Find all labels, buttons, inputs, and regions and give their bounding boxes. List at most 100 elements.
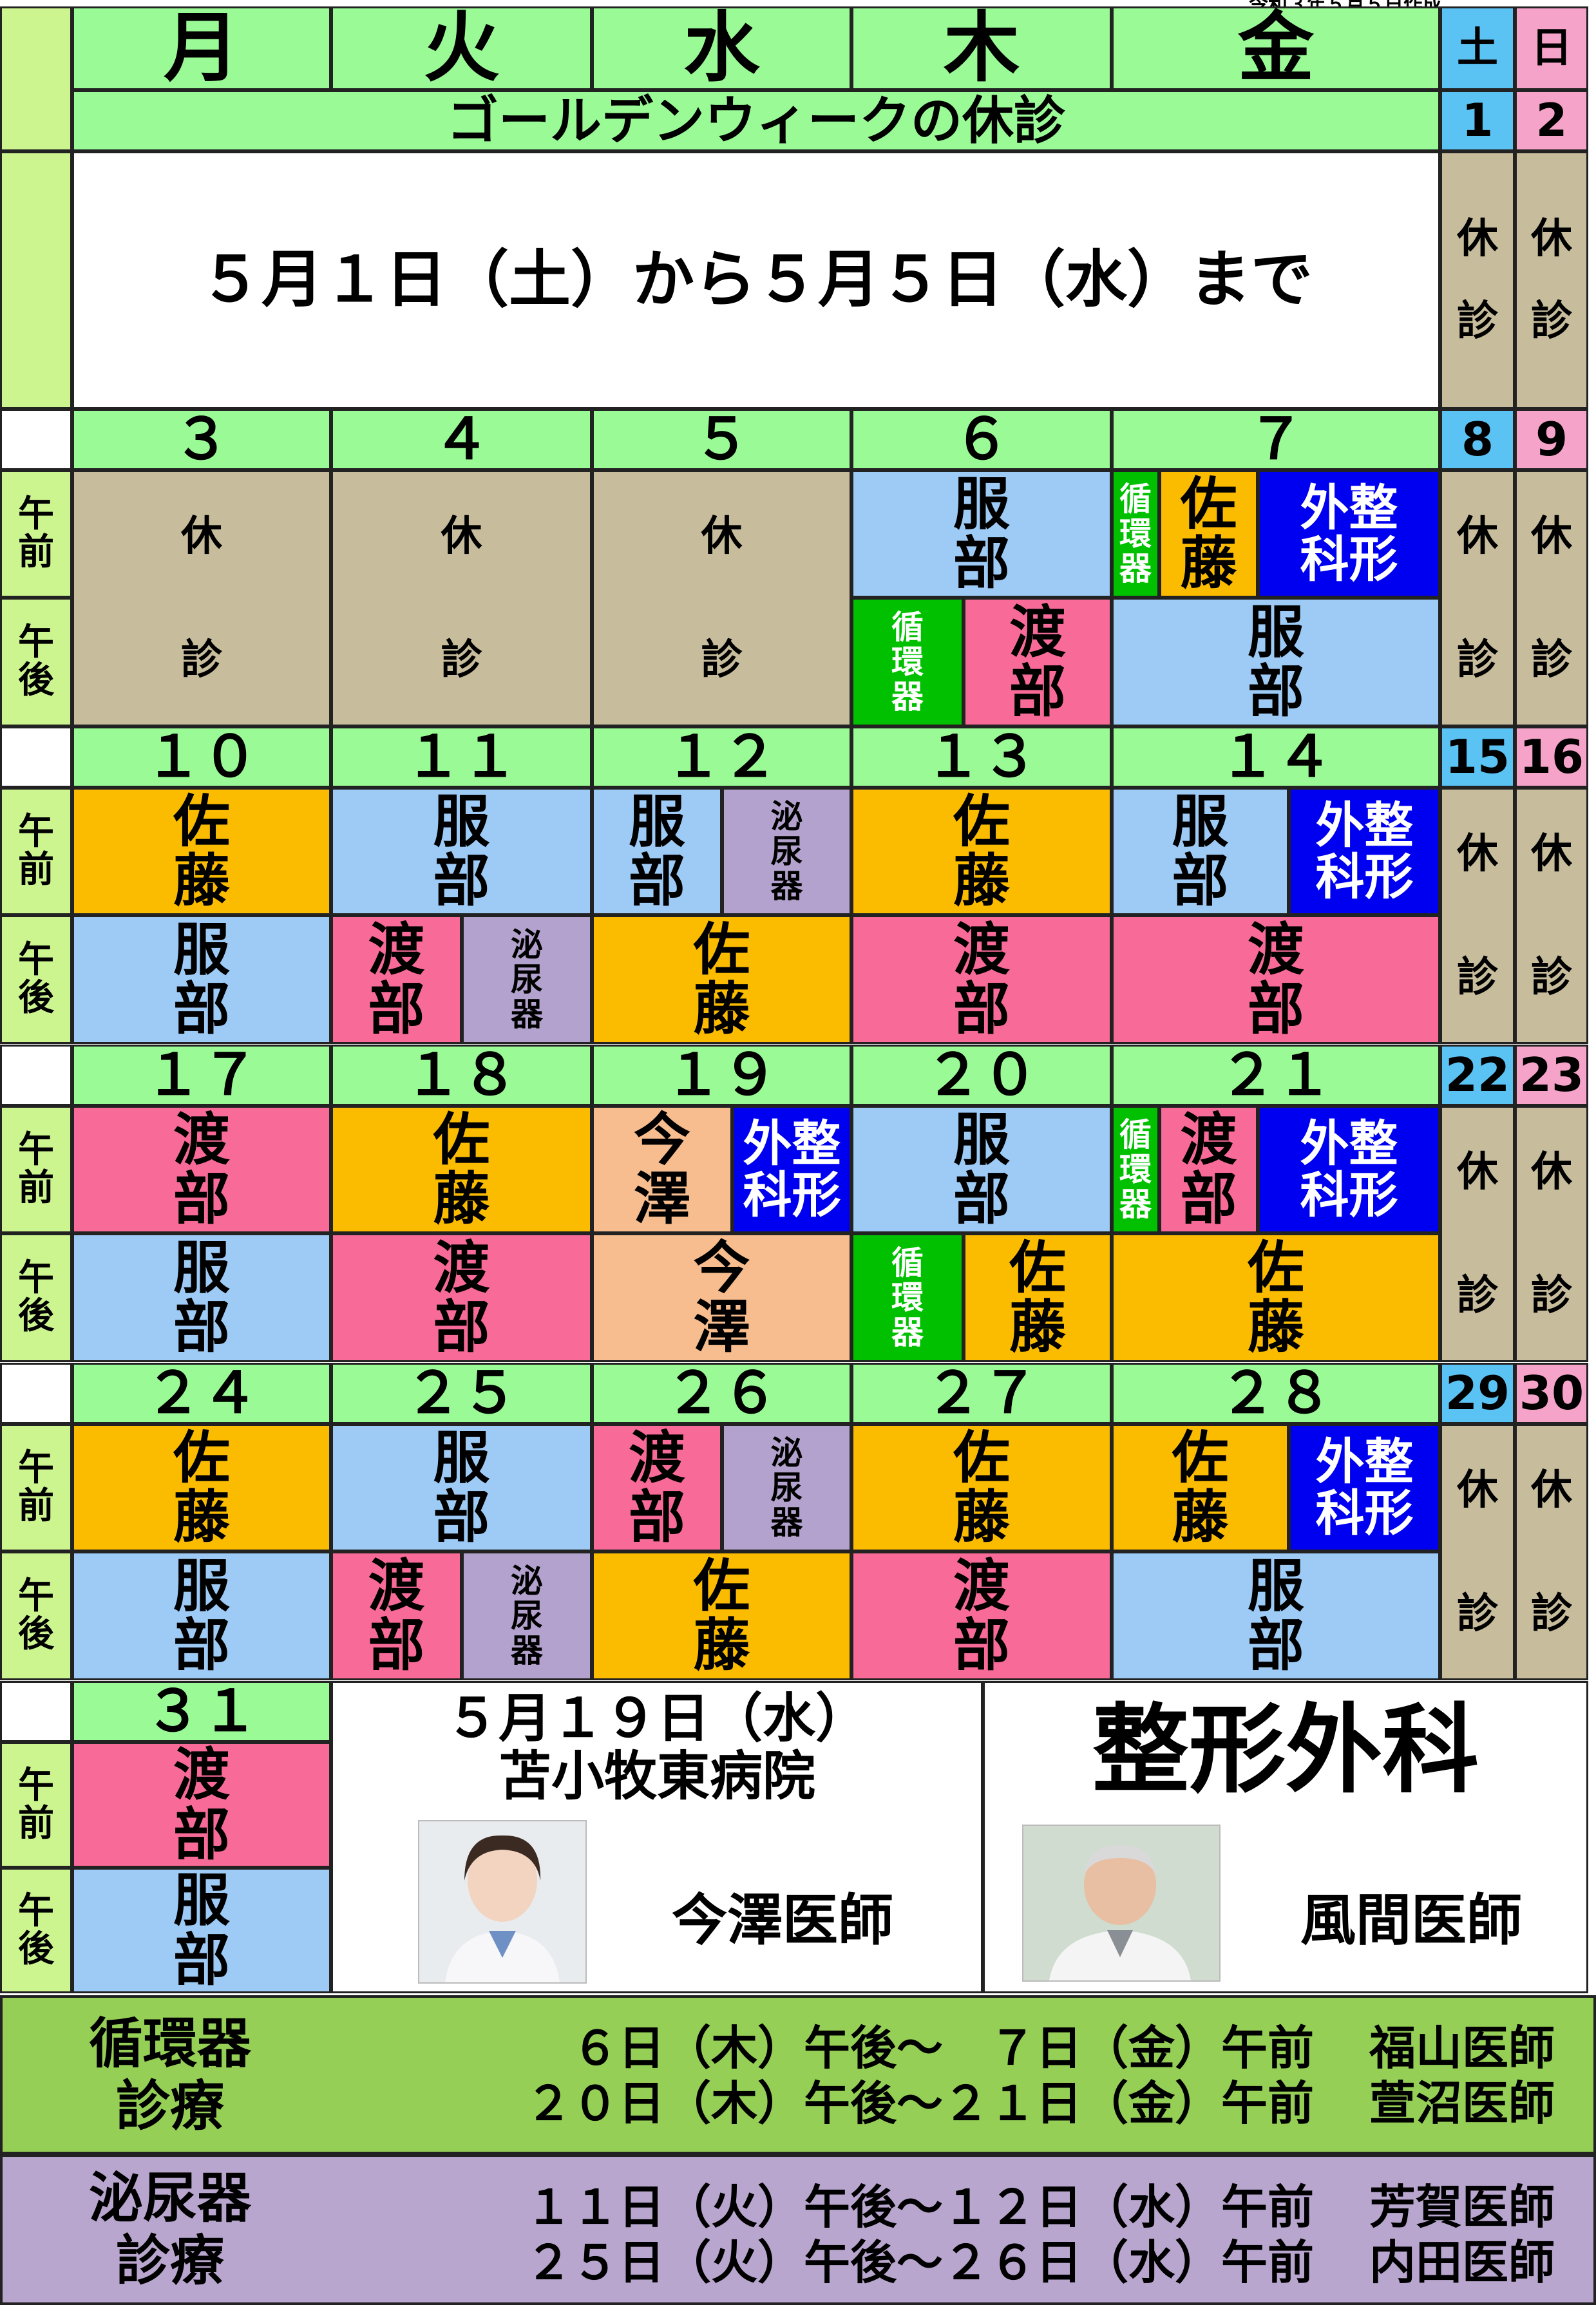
week-spacer (0, 1681, 72, 1742)
duty-cell: 渡 部 (72, 1742, 331, 1868)
week-spacer (0, 1045, 72, 1106)
weekday-header: 木 (851, 6, 1112, 90)
duty-cell: 外整 科形 (732, 1106, 851, 1233)
duty-cell: 服 部 (1112, 1551, 1440, 1680)
date-cell: １８ (331, 1043, 592, 1106)
duty-cell: 休 診 (72, 470, 331, 726)
sat-date: 22 (1440, 1045, 1515, 1106)
pm-label: 午 後 (0, 1551, 72, 1680)
duty-cell: 渡 部 (851, 915, 1112, 1044)
sat-closed: 休 診 (1440, 470, 1515, 726)
weekday-header: 水 (592, 6, 851, 90)
duty-cell: 循 環 器 (851, 1233, 964, 1362)
duty-cell: 佐 藤 (72, 1424, 331, 1551)
pm-label: 午 後 (0, 915, 72, 1044)
duty-cell: 佐 藤 (592, 1551, 851, 1680)
week-spacer (0, 726, 72, 788)
duty-cell: 泌 尿 器 (722, 1424, 851, 1551)
duty-cell: 循 環 器 (1112, 1106, 1159, 1233)
duty-cell: 渡 部 (331, 1551, 462, 1680)
corner-cell (0, 6, 72, 151)
date-cell: ２４ (72, 1361, 331, 1424)
date-cell: ２５ (331, 1361, 592, 1424)
duty-cell: 渡 部 (964, 598, 1112, 726)
am-label: 午 前 (0, 788, 72, 915)
duty-cell: 循 環 器 (1112, 470, 1159, 598)
duty-cell: 佐 藤 (1112, 1424, 1289, 1551)
sat-date: 29 (1440, 1363, 1515, 1424)
date-cell: ５ (592, 408, 851, 470)
duty-cell: 渡 部 (331, 1233, 592, 1362)
date-cell: ４ (331, 408, 592, 470)
am-label: 午 前 (0, 1106, 72, 1233)
pm-label: 午 後 (0, 598, 72, 726)
footer-line: ２０日（木）午後～２１日（金）午前萱沼医師 (337, 2070, 1555, 2130)
date-cell: １１ (331, 725, 592, 788)
doctor-name: 風間医師 (1300, 1888, 1522, 1953)
date-cell: １９ (592, 1043, 851, 1106)
sun-date: 23 (1515, 1045, 1588, 1106)
doctor-photo (1022, 1825, 1221, 1982)
sun-date: 2 (1515, 90, 1588, 151)
duty-cell: 佐 藤 (964, 1233, 1112, 1362)
duty-cell: 服 部 (72, 1868, 331, 1993)
duty-cell: 佐 藤 (851, 788, 1112, 915)
duty-cell: 外整 科形 (1258, 1106, 1440, 1233)
am-label: 午 前 (0, 1424, 72, 1551)
sat-closed: 休 診 (1440, 1106, 1515, 1362)
date-cell: ３ (72, 408, 331, 470)
duty-cell: 外整 科形 (1258, 470, 1440, 598)
gw-banner: ゴールデンウィークの休診 (72, 90, 1440, 151)
duty-cell: 休 診 (592, 470, 851, 726)
gw-sun-closed: 休 診 (1515, 151, 1588, 409)
date-cell: １２ (592, 725, 851, 788)
sun-closed: 休 診 (1515, 1424, 1588, 1680)
sun-header: 日 (1515, 6, 1588, 90)
duty-cell: 渡 部 (1112, 915, 1440, 1044)
date-cell: ７ (1112, 408, 1440, 470)
footer-line: ６日（木）午後～ ７日（金）午前福山医師 (337, 2015, 1555, 2075)
footer-doctor: 内田医師 (1369, 2235, 1555, 2290)
footer-doctor: 芳賀医師 (1369, 2179, 1555, 2234)
duty-cell: 服 部 (851, 470, 1112, 598)
date-cell: ２６ (592, 1361, 851, 1424)
duty-cell: 渡 部 (592, 1424, 722, 1551)
sat-closed: 休 診 (1440, 788, 1515, 1044)
sun-date: 9 (1515, 409, 1588, 470)
am-label: 午 前 (0, 470, 72, 598)
sun-closed: 休 診 (1515, 1106, 1588, 1362)
date-cell: １４ (1112, 725, 1440, 788)
duty-cell: 佐 藤 (331, 1106, 592, 1233)
duty-cell: 服 部 (331, 788, 592, 915)
footer-doctor: 福山医師 (1369, 2020, 1555, 2075)
date-cell: １７ (72, 1043, 331, 1106)
duty-cell: 今 澤 (592, 1233, 851, 1362)
gw-label-cell (0, 151, 72, 409)
footer-line: ２５日（火）午後～２６日（水）午前内田医師 (337, 2229, 1555, 2290)
date-cell: ６ (851, 408, 1112, 470)
footer-title: 泌尿器 診療 (88, 2166, 251, 2292)
duty-cell: 外整 科形 (1289, 788, 1440, 915)
footer-range: ６日（木）午後～ ７日（金）午前 (571, 2020, 1314, 2075)
footer-title: 循環器 診療 (88, 2011, 251, 2138)
duty-cell: 渡 部 (851, 1551, 1112, 1680)
date-cell: ２８ (1112, 1361, 1440, 1424)
feature-hospital: ５月１９日（水） 苫小牧東病院今澤医師 (331, 1681, 983, 1993)
date-cell: ２７ (851, 1361, 1112, 1424)
date-cell: １３ (851, 725, 1112, 788)
duty-cell: 佐 藤 (592, 915, 851, 1044)
duty-cell: 服 部 (72, 1233, 331, 1362)
duty-cell: 佐 藤 (1112, 1233, 1440, 1362)
doctor-name: 今澤医師 (672, 1888, 893, 1953)
date-cell: ２１ (1112, 1043, 1440, 1106)
duty-cell: 服 部 (331, 1424, 592, 1551)
sat-date: 1 (1440, 90, 1515, 151)
date-cell: ３１ (72, 1680, 331, 1742)
am-label: 午 前 (0, 1742, 72, 1868)
sun-date: 30 (1515, 1363, 1588, 1424)
pm-label: 午 後 (0, 1233, 72, 1362)
footer-doctor: 萱沼医師 (1369, 2076, 1555, 2130)
duty-cell: 泌 尿 器 (462, 1551, 592, 1680)
